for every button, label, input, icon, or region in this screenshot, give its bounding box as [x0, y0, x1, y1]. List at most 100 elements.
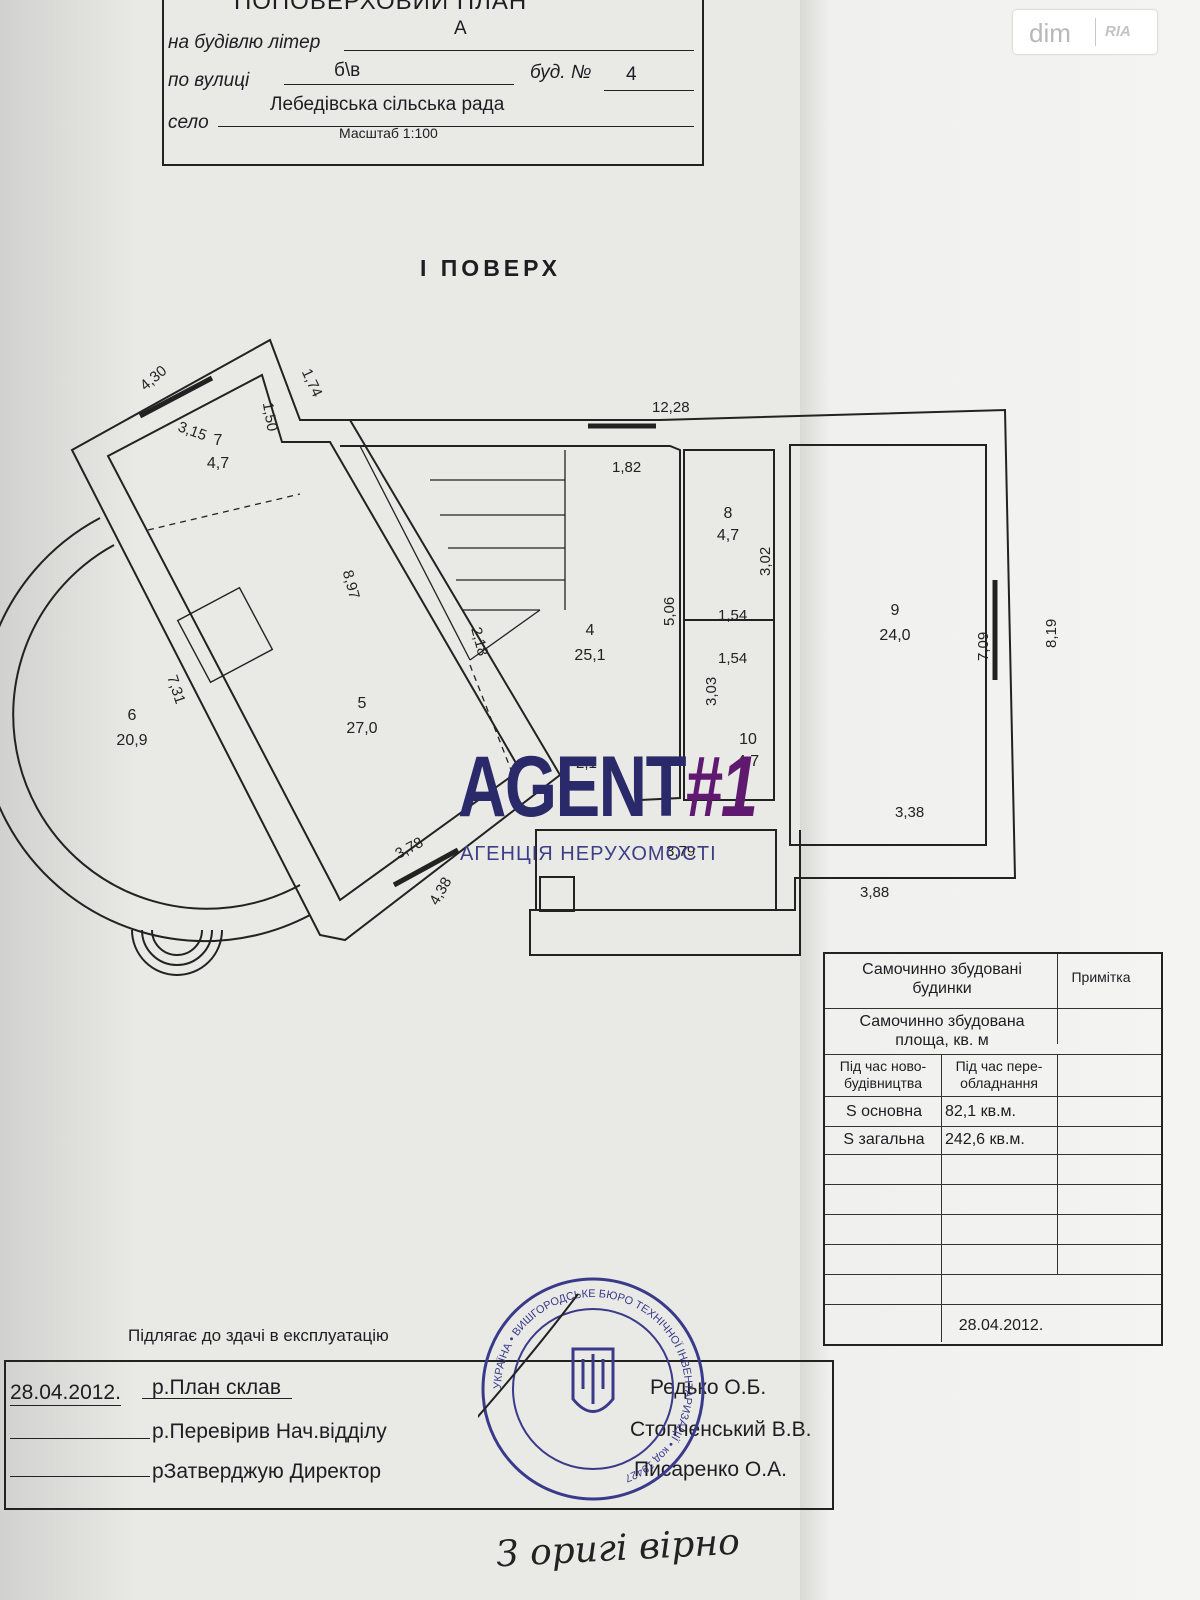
room-6-number: 6	[128, 707, 137, 724]
page-shadow	[0, 0, 140, 1600]
porch-arc-1	[131, 929, 223, 976]
window-5	[392, 847, 460, 888]
summary-table: Самочинно збудовані будинки Примітка Сам…	[823, 952, 1163, 1346]
stair-hall-wall	[340, 445, 681, 801]
dim-4-38: 4,38	[426, 874, 455, 908]
street-value: б\в	[334, 60, 361, 81]
room-9-number: 9	[891, 602, 900, 619]
building-rule	[344, 50, 694, 51]
village-rule	[218, 126, 694, 127]
window-7	[138, 375, 214, 419]
logo-separator	[1095, 18, 1096, 46]
agent-subtitle: АГЕНЦІЯ НЕРУХОМОСТІ	[460, 843, 717, 865]
room-4-number: 4	[586, 622, 595, 639]
room-7-number: 7	[214, 432, 223, 449]
room-labels: 4 25,1 5 27,0 6 20,9 7 4,7 8 4,7 9 24,0 …	[116, 432, 910, 770]
dim-12-28: 12,28	[652, 399, 690, 416]
dim-1-50: 1,50	[259, 401, 281, 433]
room-9-area: 24,0	[879, 627, 910, 644]
room-9-walls	[789, 444, 987, 846]
note-header: Примітка	[1071, 969, 1131, 985]
dim-1-54-top: 1,54	[718, 607, 747, 624]
s-main-value: 82,1 кв.м.	[945, 1103, 1016, 1120]
right-outer-wall	[300, 408, 1017, 956]
house-rule	[604, 90, 694, 91]
staircase	[359, 445, 566, 661]
room-5-number: 5	[358, 695, 367, 712]
dim-7-09: 7,09	[975, 632, 992, 661]
bay-arc-inner	[12, 544, 301, 910]
room-8-10-walls	[683, 449, 775, 801]
dim-1-82: 1,82	[612, 459, 641, 476]
submit-note: Підлягає до здачі в експлуатацію	[128, 1326, 389, 1345]
room-6-area: 20,9	[116, 732, 147, 749]
paper-right-sheet	[800, 0, 1200, 1600]
scale-label: Масштаб 1:100	[339, 125, 438, 141]
trident-shield-icon	[571, 1347, 615, 1413]
dim-2-18: 2,18	[467, 625, 491, 658]
house-value: 4	[626, 64, 637, 85]
street-label: по вулиці	[168, 70, 250, 91]
signature-date: 28.04.2012.	[10, 1381, 121, 1406]
building-value: А	[454, 18, 467, 39]
sign-rule-1	[142, 1398, 292, 1399]
dim-8-19: 8,19	[1043, 619, 1060, 648]
house-label: буд. №	[530, 62, 592, 83]
left-wing-outer-wall	[70, 338, 562, 942]
floor-title: І ПОВЕРХ	[420, 255, 561, 281]
agent-word: AGENT	[458, 739, 687, 835]
dim-7-31: 7,31	[163, 673, 188, 706]
dim-2-1: 2,1	[576, 755, 597, 772]
s-total-value: 242,6 кв.м.	[945, 1131, 1025, 1148]
row-line-8	[825, 1244, 1161, 1245]
sign-rule-2	[10, 1438, 150, 1439]
col-new-header: Під час ново-будівництва	[839, 1058, 927, 1091]
bay-arc-outer	[0, 517, 311, 943]
s-main-label: S основна	[846, 1103, 922, 1120]
dim-3-03: 3,03	[703, 677, 720, 706]
dim-3-38: 3,38	[895, 804, 924, 821]
hidden-lines	[147, 493, 516, 781]
logo-dim-text: dim	[1029, 18, 1071, 48]
dim-3-79: 3,79	[666, 843, 695, 860]
dim-1-54-bottom: 1,54	[718, 650, 747, 667]
room-10-area: 4,7	[737, 753, 759, 770]
row-line-6	[825, 1184, 1161, 1185]
dim-5-06: 5,06	[661, 597, 678, 626]
signature-scribble-icon	[478, 1293, 579, 1419]
plan-heading: ПОПОВЕРХОВИЙ ПЛАН	[234, 0, 528, 15]
dim-3-15: 3,15	[176, 418, 209, 444]
dim-3-88: 3,88	[860, 884, 889, 901]
dim-1-74: 1,74	[298, 366, 326, 400]
trident-icon	[581, 1354, 605, 1404]
header-divider	[1057, 954, 1058, 1044]
col-re-header: Під час пере-обладнання	[955, 1058, 1043, 1091]
row-line-4	[825, 1126, 1161, 1127]
room-10-number: 10	[739, 731, 757, 748]
dim-4-30: 4,30	[137, 362, 170, 394]
porch-arc-3	[151, 929, 203, 956]
summary-date: 28.04.2012.	[958, 1317, 1044, 1334]
building-label: на будівлю літер	[168, 32, 321, 53]
village-value: Лебедівська сільська рада	[270, 94, 505, 115]
col-line-1	[941, 1054, 942, 1342]
summary-header: Самочинно збудовані будинки	[862, 961, 1022, 997]
entrance-box	[539, 876, 575, 912]
name-stopchenskyi: Стопченський В.В.	[630, 1418, 812, 1441]
village-label: село	[168, 112, 209, 133]
dim-3-02: 3,02	[757, 547, 774, 576]
role-approve: рЗатверджую Директор	[152, 1460, 382, 1483]
room-5-area: 27,0	[346, 720, 377, 737]
row-line-5	[825, 1154, 1161, 1155]
left-wing-inner-wall	[106, 373, 522, 902]
name-redko: Редько О.Б.	[650, 1376, 767, 1399]
signature-block: 28.04.2012. р.План склав р.Перевірив Нач…	[4, 1360, 834, 1510]
official-stamp: УКРАЇНА • ВИШГОРОДСЬКЕ БЮРО ТЕХНІЧНОЇ ІН…	[478, 1277, 705, 1501]
col-line-2	[1057, 1054, 1058, 1274]
dim-3-78: 3,78	[392, 834, 426, 863]
agent-number: #1	[684, 739, 758, 835]
porch-arc-2	[141, 929, 213, 966]
row-line-1	[825, 1008, 1161, 1009]
role-check: р.Перевірив Нач.відділу	[152, 1420, 387, 1443]
row-line-3	[825, 1096, 1161, 1097]
